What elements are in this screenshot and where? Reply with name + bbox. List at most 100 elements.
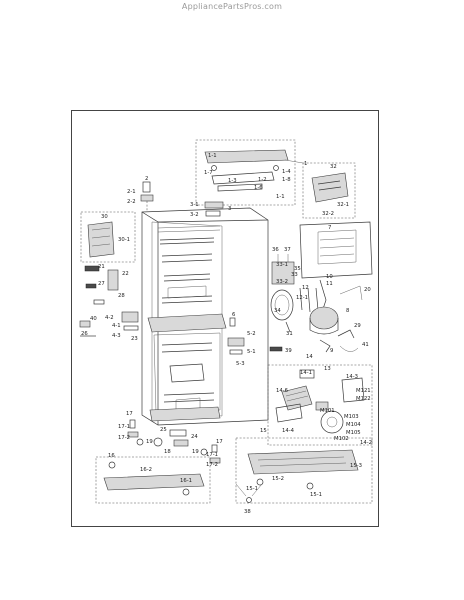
- top-cover-group: [195, 139, 304, 206]
- part-14-group: [267, 364, 373, 446]
- callout-30-1: 30-1: [118, 237, 130, 243]
- callout-21: 21: [98, 264, 105, 270]
- part-5-6-bracket: [227, 317, 245, 355]
- callout-1-2: 1-2: [258, 177, 267, 183]
- callout-22: 22: [122, 271, 129, 277]
- callout-1-4: 1-4: [282, 169, 291, 175]
- callout-15-1-right: 15-1: [310, 492, 322, 498]
- callout-17-2-b: 17-2: [206, 462, 218, 468]
- diagram-frame: [71, 110, 379, 527]
- callout-7: 7: [328, 225, 331, 231]
- callout-m104: M104: [346, 422, 361, 428]
- callout-16-2: 16-2: [140, 467, 152, 473]
- callout-32-1: 32-1: [337, 202, 349, 208]
- callout-40: 40: [90, 316, 97, 322]
- callout-14-2: 14-2: [360, 440, 372, 446]
- callout-36: 36: [272, 247, 279, 253]
- callout-2-2: 2-2: [127, 199, 136, 205]
- part-38-feet: [235, 483, 263, 503]
- callout-14-4: 14-4: [282, 428, 295, 434]
- callout-33-1: 33-1: [276, 262, 288, 268]
- callout-13: 13: [324, 366, 331, 372]
- part-7-rear-panel: [299, 221, 373, 279]
- callout-37: 37: [284, 247, 291, 253]
- callout-1: 1: [304, 161, 307, 167]
- callout-15-2: 15-2: [272, 476, 284, 482]
- refrigerator-cabinet: [141, 207, 269, 426]
- callout-32-2: 32-2: [322, 211, 334, 217]
- callout-5-3: 5-3: [236, 361, 245, 367]
- part-3-hinge: [204, 201, 224, 217]
- callout-6: 6: [232, 312, 236, 318]
- callout-12: 12: [302, 285, 309, 291]
- callout-25: 25: [160, 427, 167, 433]
- callout-4-2: 4-2: [105, 315, 114, 321]
- callout-m101: M101: [320, 408, 335, 414]
- callout-14-6: 14-6: [276, 388, 289, 394]
- callout-33-2: 33-2: [276, 279, 288, 285]
- callout-9: 9: [330, 348, 333, 354]
- callout-41: 41: [362, 342, 369, 348]
- callout-15-3: 15-3: [350, 463, 362, 469]
- callout-3-2: 3-2: [190, 212, 199, 218]
- callout-33: 33: [291, 272, 298, 278]
- callout-14-3: 14-3: [346, 374, 358, 380]
- left-small-parts: [79, 265, 139, 337]
- callout-1-7: 1-7: [204, 170, 213, 176]
- part-15-tray: [235, 437, 373, 504]
- callout-28: 28: [118, 293, 125, 299]
- parts-17-19-left: [127, 419, 189, 447]
- callout-17-2-a: 17-2: [118, 435, 130, 441]
- callout-31: 31: [286, 331, 293, 337]
- callout-11: 11: [326, 281, 333, 287]
- callout-17-b: 17: [216, 439, 223, 445]
- callout-38: 38: [244, 509, 251, 515]
- callout-30: 30: [101, 214, 108, 220]
- part-30-panel: [80, 211, 136, 263]
- callout-m122: M122: [356, 396, 371, 402]
- callout-18: 18: [164, 449, 171, 455]
- callout-m103: M103: [344, 414, 359, 420]
- callout-4-1: 4-1: [112, 323, 121, 329]
- callout-35: 35: [294, 266, 301, 272]
- callout-2-1: 2-1: [127, 189, 136, 195]
- callout-19-b: 19: [192, 449, 199, 455]
- callout-m105: M105: [346, 430, 361, 436]
- parts-33-36-37: [271, 254, 295, 285]
- callout-20: 20: [364, 287, 371, 293]
- callout-32: 32: [330, 164, 337, 170]
- callout-3-1: 3-1: [190, 202, 199, 208]
- callout-39: 39: [285, 348, 292, 354]
- part-34-condenser: [270, 289, 294, 321]
- parts-17-19-right: [200, 444, 221, 464]
- callout-26: 26: [81, 331, 88, 337]
- callout-4-3: 4-3: [112, 333, 121, 339]
- callout-17-a: 17: [126, 411, 133, 417]
- callout-34: 34: [274, 308, 281, 314]
- part-2-bracket: [140, 181, 154, 212]
- callout-15-1-left: 15-1: [246, 486, 258, 492]
- callout-17-1-b: 17-1: [206, 452, 218, 458]
- callout-8: 8: [346, 308, 350, 314]
- callout-m121: M121: [356, 388, 371, 394]
- callout-1-1: 1-1: [208, 153, 217, 159]
- callout-m102: M102: [334, 436, 349, 442]
- callout-1-8: 1-8: [282, 177, 291, 183]
- callout-1-3: 1-3: [228, 178, 237, 184]
- parts-9-29-41: [269, 321, 359, 353]
- callout-14-1: 14-1: [300, 370, 312, 376]
- callout-29: 29: [354, 323, 361, 329]
- callout-24: 24: [191, 434, 198, 440]
- callout-16: 16: [108, 453, 115, 459]
- callout-19-a: 19: [146, 439, 153, 445]
- callout-15: 15: [260, 428, 267, 434]
- callout-2: 2: [145, 176, 148, 182]
- callout-14: 14: [306, 354, 313, 360]
- parts-10-12-tubes: [299, 279, 363, 313]
- part-32-cover: [302, 162, 356, 219]
- callout-1-6: 1-6: [254, 185, 263, 191]
- part-16-grille: [95, 456, 211, 504]
- callout-16-1: 16-1: [180, 478, 192, 484]
- callout-10: 10: [326, 274, 333, 280]
- callout-1-1-lower: 1-1: [276, 194, 285, 200]
